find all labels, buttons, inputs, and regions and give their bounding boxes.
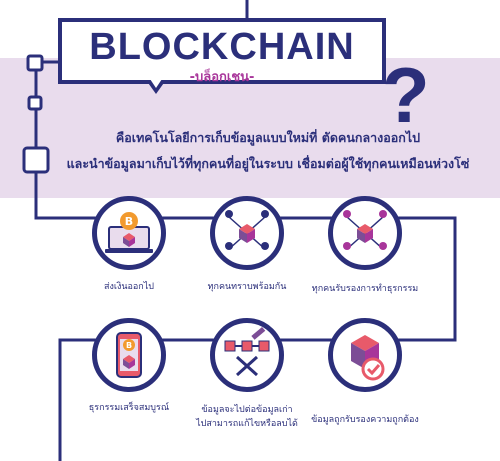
step-caption-5-line-1: ข้อมูลจะไปต่อข้อมูลเก่า	[201, 405, 293, 415]
step-caption-1: ส่งเงินออกไป	[103, 282, 154, 292]
network-users-icon	[210, 196, 284, 270]
step-caption-6: ข้อมูลถูกรับรองความถูกต้อง	[311, 415, 419, 425]
laptop-bitcoin-icon: B	[92, 196, 166, 270]
description-line-2: และนำข้อมูลมาเก็บไว้ที่ทุกคนที่อยู่ในระบ…	[66, 156, 470, 171]
title-box	[58, 18, 386, 84]
verified-block-icon	[328, 318, 402, 392]
page-subtitle: -บล็อกเชน-	[189, 70, 255, 85]
chain-blocks-icon	[210, 318, 284, 392]
description-line-1: คือเทคโนโลยีการเก็บข้อมูลแบบใหม่ที่ ตัดค…	[115, 130, 421, 145]
phone-bitcoin-icon: B	[92, 318, 166, 392]
page-title: BLOCKCHAIN	[89, 26, 355, 68]
question-mark-icon: ?	[382, 51, 430, 139]
step-caption-2: ทุกคนทราบพร้อมกัน	[207, 282, 287, 292]
svg-text:B: B	[125, 215, 133, 228]
svg-text:B: B	[126, 341, 132, 350]
step-caption-3: ทุกคนรับรองการทำธุรกรรม	[311, 284, 419, 294]
network-approval-icon	[328, 196, 402, 270]
step-caption-4: ธุรกรรมเสร็จสมบูรณ์	[88, 403, 170, 413]
step-caption-5-line-2: ไปสามารถแก้ไขหรือลบได้	[196, 419, 298, 429]
